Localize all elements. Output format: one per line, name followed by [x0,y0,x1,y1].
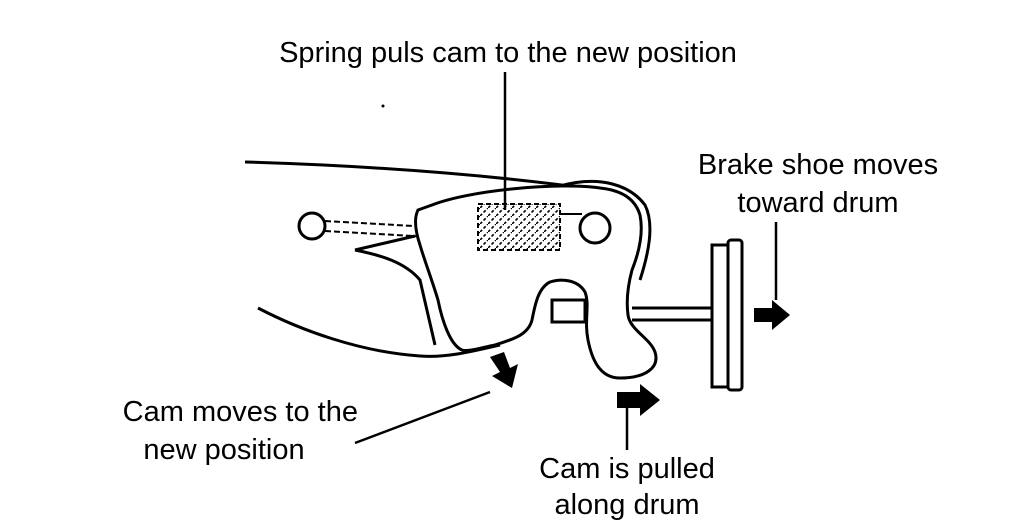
stray-mark [381,104,385,108]
brake-shoe-label-line1: Brake shoe moves [697,149,939,181]
cam-pulled-arrow-icon [617,384,660,416]
right-pivot-pin [578,211,612,245]
lever-upper-extension [559,179,652,281]
cam-moves-leader-line [354,390,491,445]
cam-tab [550,298,587,324]
cam-moves-arrow-icon [490,352,518,388]
strut-arm [354,234,437,346]
cam-pulled-label-line1: Cam is pulled [539,453,715,485]
brake-arrow-icon [754,300,790,330]
cam-moves-label-line2: new position [143,434,305,466]
cam-moves-label-line1: Cam moves to the [122,396,358,428]
push-rod [632,306,714,322]
spring-label: Spring puls cam to the new position [279,37,737,69]
spring-coil [477,203,561,251]
brake-shoe-label-line2: toward drum [737,187,899,219]
backing-plate-bottom-edge [257,306,501,358]
brake-lining [726,238,744,392]
brake-shoe [710,243,730,389]
left-pivot-pin [297,211,327,241]
cam-pulled-label-line2: along drum [554,489,700,521]
